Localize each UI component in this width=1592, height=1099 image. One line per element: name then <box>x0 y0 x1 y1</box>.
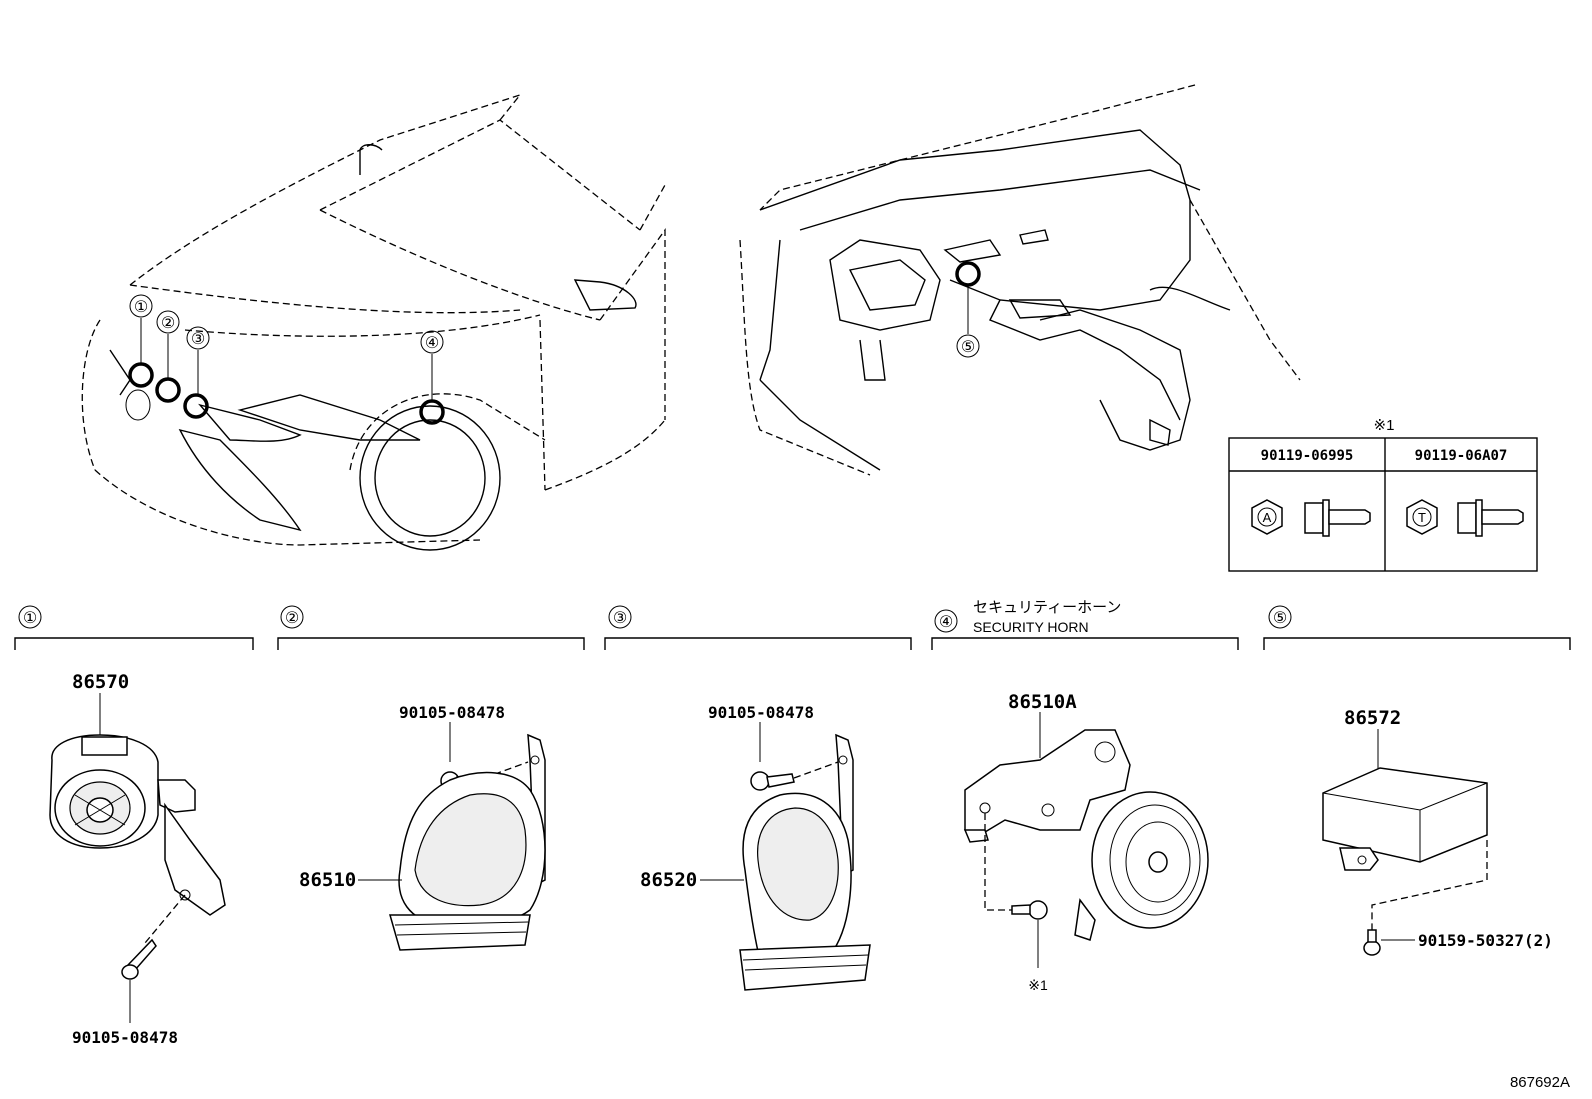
section-4-title-ja: セキュリティーホーン <box>973 599 1121 616</box>
callout-1: ① <box>129 294 153 364</box>
ref-mark-t: T <box>1418 510 1426 525</box>
bolt-reference-table: ※1 90119-06995 90119-06A07 A T <box>1228 417 1538 572</box>
section-header-4: ④ セキュリティーホーン SECURITY HORN <box>931 599 1239 650</box>
part-86572-bolt-label: 90159-50327(2) <box>1418 931 1553 950</box>
callout-3: ③ <box>186 326 210 395</box>
part-86510-horn: 90105-08478 86510 <box>299 703 546 951</box>
callout-1-label: ① <box>134 299 148 316</box>
part-86520-label: 86520 <box>640 869 697 891</box>
part-86520-horn: 90105-08478 86520 <box>640 703 871 991</box>
part-86510-bolt-label: 90105-08478 <box>399 703 505 722</box>
part-86572-control-unit: 86572 90159-50327(2) <box>1322 707 1553 956</box>
section-header-3: ③ <box>604 605 912 650</box>
part-86570-label: 86570 <box>72 671 129 693</box>
section-header-2: ② <box>277 605 585 650</box>
section-header-5: ⑤ <box>1263 605 1571 650</box>
callout-3-label: ③ <box>191 331 205 348</box>
interior-illustration <box>739 84 1301 476</box>
bolt-head-a-icon: A <box>1251 499 1283 535</box>
part-86510a-security-horn: 86510A ※1 <box>963 691 1209 993</box>
callout-2-label: ② <box>161 315 175 332</box>
bolt-side-t-icon <box>1457 499 1524 537</box>
part-86570-siren: 86570 90105-08478 <box>49 671 226 1047</box>
diagram-code: 867692A <box>1510 1074 1570 1091</box>
section-3-num: ③ <box>613 610 627 627</box>
callout-2: ② <box>156 310 180 379</box>
section-2-num: ② <box>285 610 299 627</box>
section-4-num: ④ <box>939 614 953 631</box>
callout-5-label: ⑤ <box>961 339 975 356</box>
part-86520-bolt-label: 90105-08478 <box>708 703 814 722</box>
section-1-num: ① <box>23 610 37 627</box>
ref-part-a: 90119-06995 <box>1261 448 1354 464</box>
part-86570-bolt-label: 90105-08478 <box>72 1028 178 1047</box>
part-86572-label: 86572 <box>1344 707 1401 729</box>
section-5-num: ⑤ <box>1273 610 1287 627</box>
callout-4-label: ④ <box>425 335 439 352</box>
part-86510a-bolt-ref: ※1 <box>1028 977 1048 993</box>
part-86510-label: 86510 <box>299 869 356 891</box>
ref-part-t: 90119-06A07 <box>1415 448 1508 464</box>
callout-5: ⑤ <box>956 285 980 358</box>
part-86510a-label: 86510A <box>1008 691 1077 713</box>
bolt-side-a-icon <box>1304 499 1371 537</box>
section-header-1: ① <box>14 605 254 650</box>
ref-mark-a: A <box>1263 510 1272 525</box>
bolt-head-t-icon: T <box>1406 499 1438 535</box>
callout-4: ④ <box>420 330 444 401</box>
ref-table-note: ※1 <box>1374 417 1395 434</box>
section-4-title-en: SECURITY HORN <box>973 619 1089 635</box>
